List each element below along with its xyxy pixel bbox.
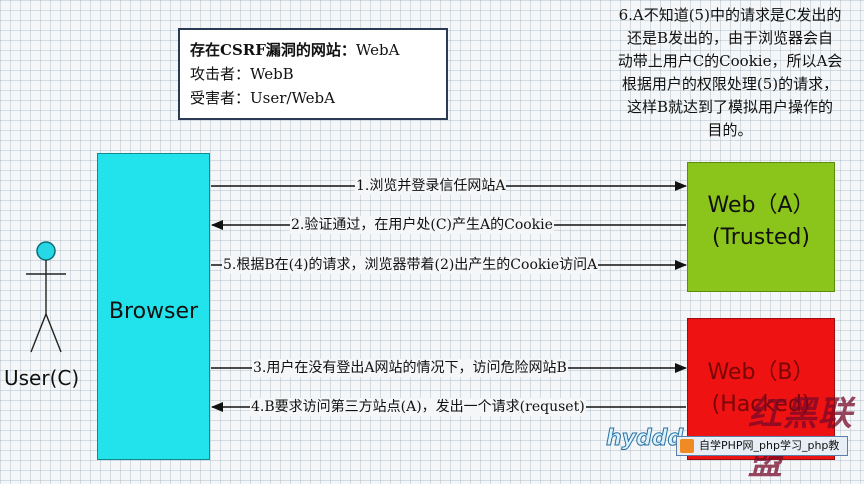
actor-right-leg [45, 313, 62, 353]
web-b-title: Web（B） [707, 360, 815, 385]
explanation-note: 6.A不知道(5)中的请求是C发出的 还是B发出的，由于浏览器会自 动带上用户C… [596, 4, 864, 142]
info-line-site: 存在CSRF漏洞的网站：WebA [190, 41, 400, 59]
watermark-logo-icon [680, 439, 694, 453]
browser-label: Browser [108, 299, 199, 324]
user-label: User(C) [4, 366, 80, 390]
note-line: 根据用户的权限处理(5)的请求， [621, 75, 839, 93]
web-a-trusted-box: Web（A） (Trusted) [687, 162, 835, 292]
note-line: 6.A不知道(5)中的请求是C发出的 [618, 6, 842, 24]
web-b-subtitle: (Hacked) [711, 392, 811, 417]
web-a-title: Web（A） [707, 193, 815, 218]
user-actor-figure [26, 241, 66, 353]
watermark-ribbon: 自学PHP网_php学习_php教 [676, 436, 848, 456]
info-line-victim: 受害者：User/WebA [190, 89, 335, 107]
note-line: 还是B发出的，由于浏览器会自 [626, 29, 834, 47]
actor-left-leg [30, 313, 47, 353]
watermark-stamp: 红黑联盟 [748, 394, 853, 483]
info-line-attacker: 攻击者：WebB [190, 65, 294, 83]
web-a-subtitle: (Trusted) [712, 225, 810, 250]
note-line: 目的。 [707, 121, 753, 139]
arrow-3-label: 3.用户在没有登出A网站的情况下，访问危险网站B [252, 359, 568, 377]
browser-box: Browser [97, 153, 210, 460]
arrow-1-label: 1.浏览并登录信任网站A [355, 177, 507, 195]
watermark-logo: hyddd [605, 426, 684, 452]
note-line: 这样B就达到了模拟用户操作的 [626, 98, 834, 116]
note-line: 动带上用户C的Cookie，所以A会 [617, 52, 843, 70]
arrow-5-label: 5.根据B在(4)的请求，浏览器带着(2)出产生的Cookie访问A [222, 256, 599, 274]
info-box: 存在CSRF漏洞的网站：WebA 攻击者：WebB 受害者：User/WebA [178, 28, 448, 120]
watermark-ribbon-text: 自学PHP网_php学习_php教 [699, 439, 840, 452]
arrow-2-label: 2.验证通过，在用户处(C)产生A的Cookie [290, 216, 554, 234]
arrow-4-label: 4.B要求访问第三方站点(A)，发出一个请求(requset) [250, 398, 586, 416]
